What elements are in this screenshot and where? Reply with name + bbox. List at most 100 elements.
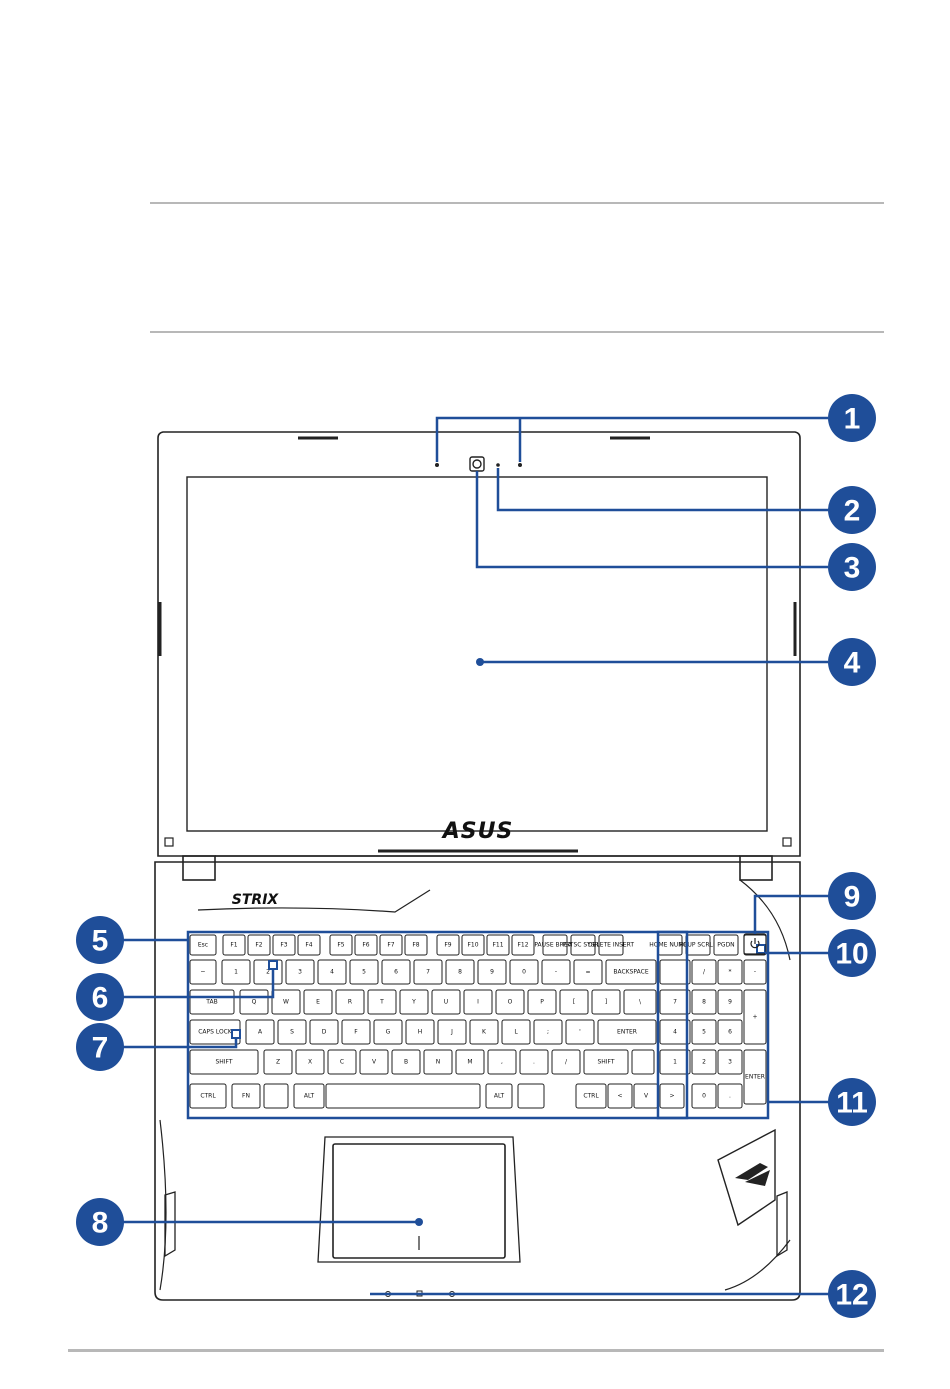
- callout-circle: [828, 929, 876, 977]
- key-cap: [189, 1049, 259, 1075]
- key-cap: [487, 1049, 517, 1075]
- callout-circle: [828, 872, 876, 920]
- key-label: 1: [234, 969, 238, 976]
- key-label: 4: [673, 1029, 677, 1036]
- key: V: [633, 1083, 659, 1109]
- key: N: [423, 1049, 453, 1075]
- key: ': [565, 1019, 595, 1045]
- key: Z: [263, 1049, 293, 1075]
- key-label: F1: [230, 942, 237, 949]
- key: PRTSC SYSRQ: [562, 934, 604, 956]
- key-cap: [247, 934, 271, 956]
- key-label: K: [482, 1029, 487, 1036]
- key: PGUP SCRLK: [679, 934, 718, 956]
- key-cap: [495, 989, 525, 1015]
- key-label: PGDN: [717, 942, 734, 949]
- key-cap: [436, 934, 460, 956]
- key-label: W: [283, 999, 289, 1006]
- key: >: [659, 1083, 685, 1109]
- key-label: V: [372, 1059, 377, 1066]
- key-cap: [231, 1083, 261, 1109]
- key-cap: [623, 989, 657, 1015]
- key-cap: [317, 959, 347, 985]
- key-label: /: [703, 969, 706, 976]
- key-cap: [551, 1049, 581, 1075]
- key-cap: [189, 1083, 227, 1109]
- key: E: [303, 989, 333, 1015]
- key: Q: [239, 989, 269, 1015]
- key-cap: [691, 1019, 717, 1045]
- callout-12: 12: [828, 1270, 876, 1318]
- callout-5: 5: [76, 916, 124, 964]
- key-label: PAUSE BREAK: [534, 942, 576, 949]
- key-label: F9: [444, 942, 451, 949]
- key: [631, 1049, 655, 1075]
- top-rule: [150, 202, 884, 204]
- key-label: >: [669, 1093, 674, 1100]
- key-cap: [309, 1019, 339, 1045]
- callout-1: 1: [828, 394, 876, 442]
- key: ENTER: [597, 1019, 657, 1045]
- key-cap: [381, 959, 411, 985]
- key-cap: [367, 989, 397, 1015]
- key-cap: [631, 1049, 655, 1075]
- key-cap: [413, 959, 443, 985]
- key-cap: [341, 1019, 371, 1045]
- key: F8: [404, 934, 428, 956]
- key-label: X: [308, 1059, 312, 1066]
- key-label: 6: [394, 969, 398, 976]
- key: F12: [511, 934, 535, 956]
- key-label: M: [467, 1059, 472, 1066]
- key: [263, 1083, 289, 1109]
- key: ALT: [293, 1083, 325, 1109]
- power-indicator-highlight: [756, 944, 766, 954]
- key-label: D: [322, 1029, 327, 1036]
- callout-number: 1: [844, 403, 861, 436]
- rog-deck-logo: [735, 1163, 770, 1186]
- key-cap: [717, 1019, 743, 1045]
- key: 6: [381, 959, 411, 985]
- key-label: S: [290, 1029, 294, 1036]
- callout-number: 11: [836, 1087, 868, 1120]
- key-label: 2: [702, 1059, 706, 1066]
- key-label: ': [579, 1029, 581, 1036]
- key: 4: [659, 1019, 691, 1045]
- key-label: H: [418, 1029, 423, 1036]
- key-label: 8: [458, 969, 462, 976]
- key-cap: [285, 959, 315, 985]
- callout-number: 2: [844, 495, 861, 528]
- key-cap: [541, 959, 571, 985]
- touchpad: [317, 1136, 521, 1263]
- key: W: [271, 989, 301, 1015]
- callout-7: 7: [76, 1023, 124, 1071]
- bottom-rule: [68, 1349, 884, 1352]
- camera: [469, 456, 485, 472]
- key-cap: [565, 1019, 595, 1045]
- callout-number: 6: [92, 982, 109, 1015]
- callout-number: 9: [844, 881, 861, 914]
- key: S: [277, 1019, 307, 1045]
- key-label: C: [340, 1059, 344, 1066]
- key-cap: [501, 1019, 531, 1045]
- key: *: [717, 959, 743, 985]
- key-label: SHIFT: [215, 1059, 232, 1066]
- key: F10: [461, 934, 485, 956]
- key-cap: [691, 1083, 717, 1109]
- key: ~: [189, 959, 217, 985]
- key-label: O: [508, 999, 513, 1006]
- key-label: F12: [517, 942, 528, 949]
- key: ]: [591, 989, 621, 1015]
- callout-3: 3: [828, 543, 876, 591]
- key-label: 2: [266, 969, 270, 976]
- callout-10: 10: [828, 929, 876, 977]
- key-cap: [379, 934, 403, 956]
- key-cap: [221, 959, 251, 985]
- key: F2: [247, 934, 271, 956]
- key-label: Y: [411, 999, 416, 1006]
- key-cap: [717, 1049, 743, 1075]
- key-label: 4: [330, 969, 334, 976]
- key-label: 7: [673, 999, 677, 1006]
- key-cap: [263, 1083, 289, 1109]
